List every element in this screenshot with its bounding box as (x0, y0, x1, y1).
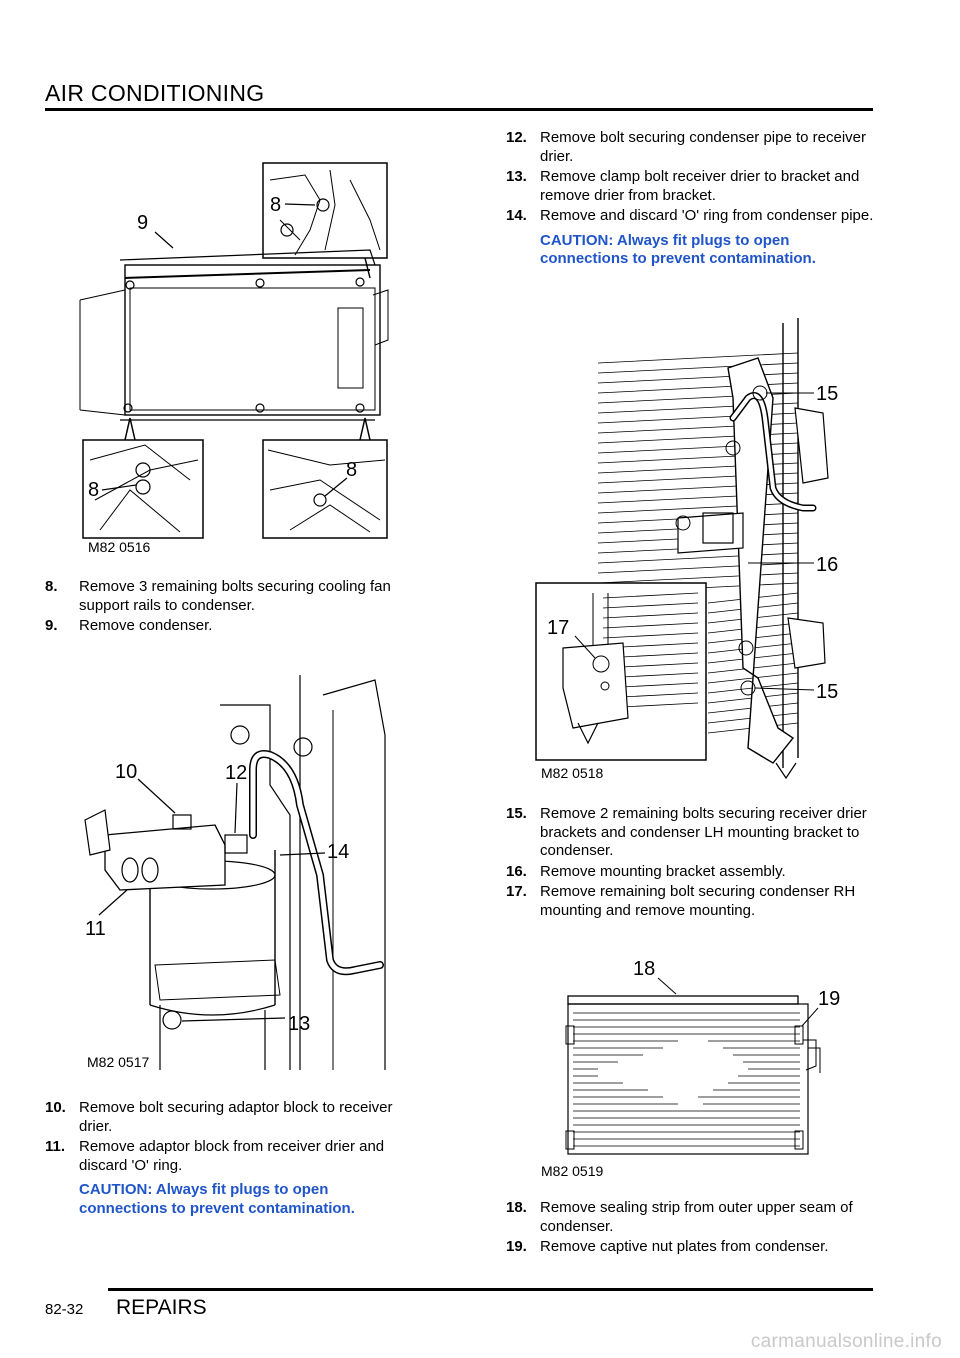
fig3-callout-15b: 15 (816, 681, 838, 703)
step-18: 18.Remove sealing strip from outer upper… (506, 1199, 853, 1235)
fig2-code: M82 0517 (87, 1054, 149, 1070)
fig2-callout-12: 12 (225, 762, 247, 784)
fig1-callout-8b: 8 (88, 479, 99, 501)
right-caution: CAUTION: Always fit plugs to open connec… (540, 231, 816, 268)
figure-m82-0518: 15 16 17 15 M82 0518 (533, 318, 863, 788)
step-15: 15.Remove 2 remaining bolts securing rec… (506, 805, 867, 859)
figure-m82-0516: 9 8 8 8 M82 0516 (70, 160, 400, 560)
fig3-code: M82 0518 (541, 765, 603, 781)
footer-rule (108, 1288, 873, 1291)
step-9: 9.Remove condenser. (45, 617, 213, 634)
step-17: 17.Remove remaining bolt securing conden… (506, 883, 856, 919)
left-caution: CAUTION: Always fit plugs to open connec… (79, 1181, 355, 1217)
header-rule (45, 108, 873, 111)
step-19: 19.Remove captive nut plates from conden… (506, 1238, 829, 1255)
fig1-callout-9: 9 (137, 212, 148, 234)
fig1-callout-8c: 8 (346, 459, 357, 481)
fig3-callout-16: 16 (816, 554, 838, 576)
fig3-callout-15a: 15 (816, 383, 838, 405)
step-10: 10.Remove bolt securing adaptor block to… (45, 1099, 393, 1135)
right-steps-a: 12.Remove bolt securing condenser pipe t… (506, 129, 876, 269)
page-number: 82-32 (45, 1301, 84, 1318)
step-11: 11.Remove adaptor block from receiver dr… (45, 1138, 385, 1174)
fig4-callout-19: 19 (818, 988, 840, 1010)
fig3-callout-17: 17 (547, 617, 569, 639)
fig2-callout-11: 11 (85, 918, 106, 940)
fig2-callout-10: 10 (115, 761, 137, 783)
step-12: 12.Remove bolt securing condenser pipe t… (506, 129, 867, 165)
fig4-code: M82 0519 (541, 1163, 603, 1178)
step-16: 16.Remove mounting bracket assembly. (506, 862, 786, 880)
right-steps-b: 15.Remove 2 remaining bolts securing rec… (506, 805, 876, 922)
fig1-code: M82 0516 (88, 539, 150, 555)
right-steps-c: 18.Remove sealing strip from outer upper… (506, 1199, 876, 1259)
fig2-callout-13: 13 (288, 1013, 310, 1035)
fig1-callout-8a: 8 (270, 194, 281, 216)
footer-section: REPAIRS (116, 1296, 207, 1319)
watermark: carmanualsonline.info (750, 1331, 942, 1352)
section-title: AIR CONDITIONING (45, 80, 265, 106)
figure-m82-0517: 10 12 14 11 13 M82 0517 (75, 675, 410, 1075)
figure-m82-0519: 18 19 M82 0519 (538, 948, 868, 1178)
step-14: 14.Remove and discard 'O' ring from cond… (506, 207, 874, 224)
left-steps-b: 10.Remove bolt securing adaptor block to… (45, 1099, 415, 1218)
step-8: 8.Remove 3 remaining bolts securing cool… (45, 578, 391, 614)
left-steps-a: 8.Remove 3 remaining bolts securing cool… (45, 578, 415, 638)
fig2-callout-14: 14 (327, 841, 349, 863)
step-13: 13.Remove clamp bolt receiver drier to b… (506, 168, 860, 204)
fig4-callout-18: 18 (633, 958, 655, 980)
